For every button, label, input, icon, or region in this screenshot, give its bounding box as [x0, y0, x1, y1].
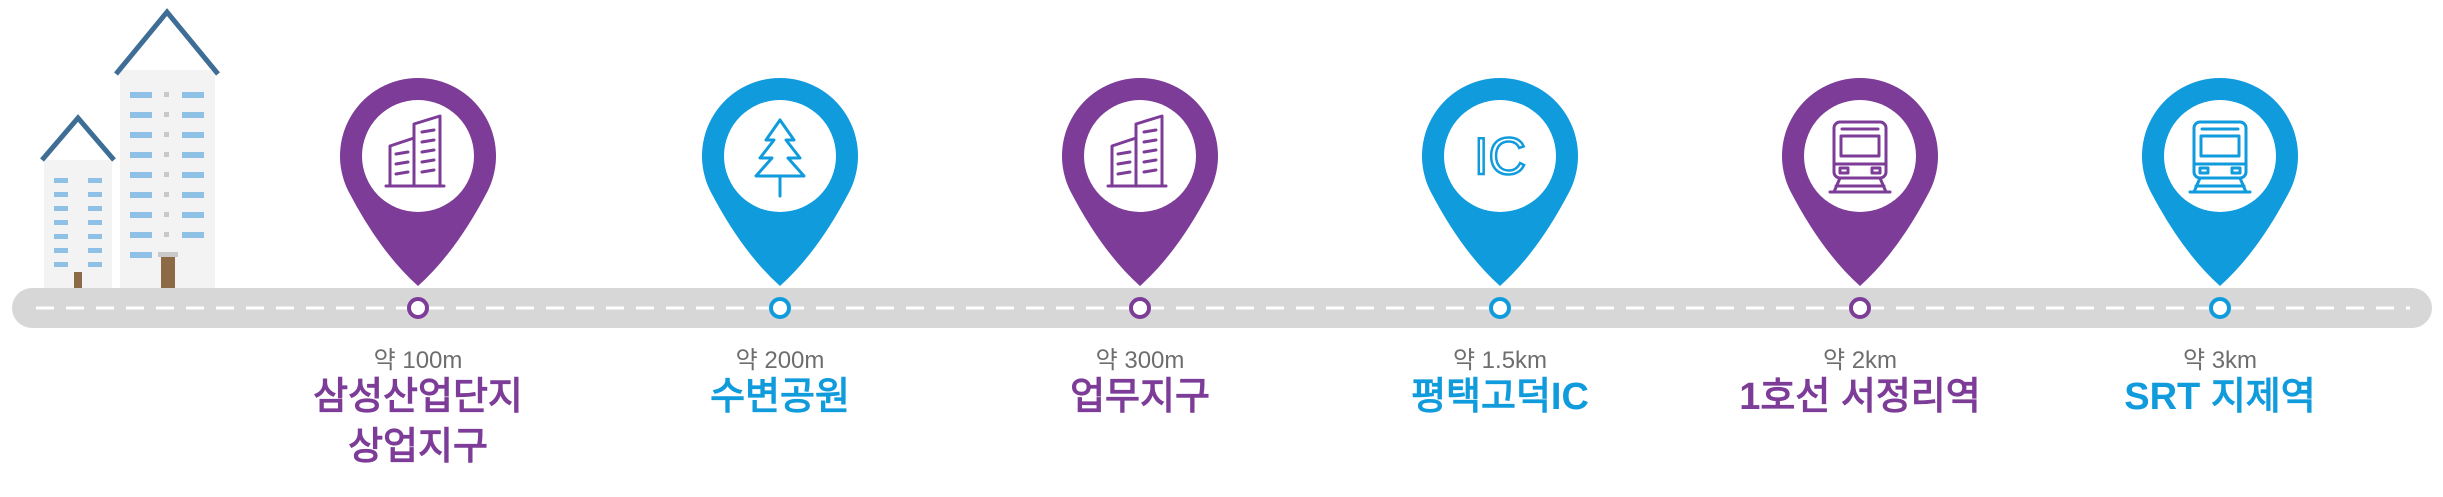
marker-name: 평택고덕IC	[1320, 372, 1680, 422]
pin-inner-circle	[724, 100, 836, 212]
pin-inner-circle	[1084, 100, 1196, 212]
marker-name: 수변공원	[600, 372, 960, 422]
road-point-icon	[407, 297, 429, 319]
location-marker	[2142, 78, 2298, 319]
location-marker	[340, 77, 497, 319]
road-point-icon	[1489, 297, 1511, 319]
road	[12, 288, 2432, 328]
marker-name-line: 수변공원	[710, 376, 850, 418]
office-building-icon	[1106, 114, 1168, 188]
marker-distance: 약 100m	[373, 347, 463, 374]
marker-name: 1호선 서정리역	[1680, 372, 2040, 422]
marker-distance: 약 1.5km	[1452, 347, 1548, 374]
ic-icon: IC	[1473, 127, 1528, 188]
office-building-icon	[384, 114, 446, 188]
marker-distance: 약 3km	[2182, 347, 2258, 374]
marker-distance: 약 2km	[1822, 347, 1898, 374]
pin-inner-circle	[1444, 100, 1556, 212]
location-marker	[702, 78, 858, 319]
location-marker: IC	[1422, 78, 1579, 319]
marker-name-line: SRT 지제역	[2124, 376, 2316, 418]
marker-distance: 약 200m	[735, 347, 825, 374]
location-markers: IC	[340, 77, 2298, 319]
marker-name-line: 업무지구	[1070, 376, 1210, 418]
marker-name-line: 삼성산업단지	[313, 376, 523, 418]
road-point-icon	[1849, 297, 1871, 319]
train-icon	[2188, 120, 2252, 194]
marker-name-line: 평택고덕IC	[1411, 376, 1589, 418]
location-marker	[1782, 78, 1938, 319]
pin-inner-circle	[362, 100, 474, 212]
apartment-buildings-icon	[40, 8, 220, 294]
marker-name: 업무지구	[960, 372, 1320, 422]
location-marker	[1062, 78, 1218, 319]
marker-name-line: 1호선 서정리역	[1739, 376, 1981, 418]
marker-distance: 약 300m	[1095, 347, 1185, 374]
tree-icon	[754, 118, 806, 198]
train-icon	[1828, 120, 1892, 194]
ic-icon-label: IC	[1474, 128, 1526, 186]
road-point-icon	[2209, 297, 2231, 319]
road-point-icon	[769, 297, 791, 319]
road-point-icon	[1129, 297, 1151, 319]
marker-name: SRT 지제역	[2040, 372, 2400, 422]
marker-name-line: 상업지구	[348, 426, 488, 468]
